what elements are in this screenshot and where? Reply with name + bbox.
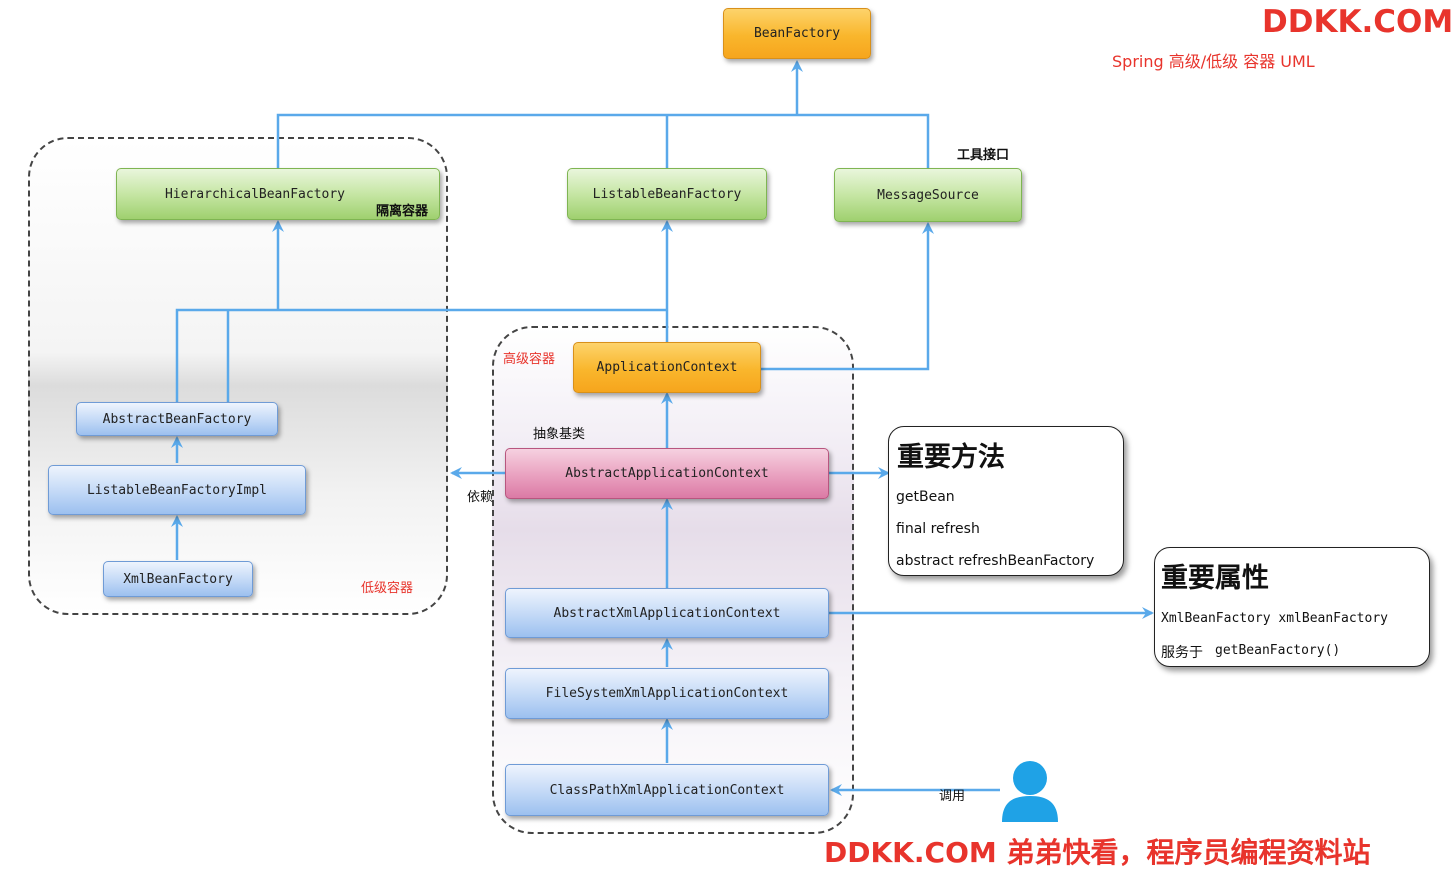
method-item: abstract refreshBeanFactory xyxy=(896,553,1095,569)
xml-bean-factory-node[interactable]: XmlBeanFactory xyxy=(103,561,253,597)
brand-subtitle: Spring 高级/低级 容器 UML xyxy=(1112,52,1315,71)
abstract-application-context-node[interactable]: AbstractApplicationContext xyxy=(505,448,829,499)
important-properties-card: 重要属性 XmlBeanFactory xmlBeanFactory 服务于 g… xyxy=(1154,547,1430,667)
low-level-container-label: 低级容器 xyxy=(361,581,414,596)
depends-label: 依赖 xyxy=(467,490,494,505)
file-system-xml-application-context-label: FileSystemXmlApplicationContext xyxy=(545,686,789,701)
file-system-xml-application-context-node[interactable]: FileSystemXmlApplicationContext xyxy=(505,668,829,719)
xml-bean-factory-label: XmlBeanFactory xyxy=(123,571,233,587)
abstract-bean-factory-label: AbstractBeanFactory xyxy=(102,411,252,427)
isolation-container-label: 隔离容器 xyxy=(376,204,429,219)
abstract-bean-factory-node[interactable]: AbstractBeanFactory xyxy=(76,402,278,436)
abstract-base-class-label: 抽象基类 xyxy=(533,427,586,442)
brand-logo-text: DDKK.COM xyxy=(1262,4,1451,40)
high-level-container-group xyxy=(492,326,854,834)
bean-factory-node[interactable]: BeanFactory xyxy=(723,8,871,59)
property-field: XmlBeanFactory xmlBeanFactory xyxy=(1161,611,1388,626)
listable-bean-factory-impl-node[interactable]: ListableBeanFactoryImpl xyxy=(48,465,306,515)
brand-footer: DDKK.COM 弟弟快看，程序员编程资料站 xyxy=(824,836,1371,869)
property-serves-label: 服务于 xyxy=(1161,645,1203,661)
abstract-xml-application-context-label: AbstractXmlApplicationContext xyxy=(553,605,781,621)
message-source-node[interactable]: MessageSource xyxy=(834,168,1022,222)
application-context-node[interactable]: ApplicationContext xyxy=(573,342,761,393)
bean-factory-label: BeanFactory xyxy=(753,26,841,41)
message-source-label: MessageSource xyxy=(877,187,979,203)
methods-card-title: 重要方法 xyxy=(897,442,1005,473)
listable-bean-factory-impl-label: ListableBeanFactoryImpl xyxy=(86,482,267,498)
listable-bean-factory-label: ListableBeanFactory xyxy=(592,186,742,202)
class-path-xml-application-context-label: ClassPathXmlApplicationContext xyxy=(549,782,785,798)
important-methods-card: 重要方法 getBean final refresh abstract refr… xyxy=(888,426,1124,576)
property-serves-method: getBeanFactory() xyxy=(1215,643,1341,658)
method-item: final refresh xyxy=(896,521,980,537)
abstract-application-context-label: AbstractApplicationContext xyxy=(565,466,769,481)
abstract-xml-application-context-node[interactable]: AbstractXmlApplicationContext xyxy=(505,588,829,638)
application-context-label: ApplicationContext xyxy=(596,360,738,375)
hierarchical-bean-factory-node[interactable]: HierarchicalBeanFactory xyxy=(116,168,440,220)
method-item: getBean xyxy=(896,489,955,505)
invoke-label: 调用 xyxy=(939,789,966,804)
user-icon xyxy=(999,758,1061,824)
properties-card-title: 重要属性 xyxy=(1161,563,1269,594)
hierarchical-bean-factory-label: HierarchicalBeanFactory xyxy=(164,186,345,202)
high-level-container-label: 高级容器 xyxy=(503,352,556,367)
class-path-xml-application-context-node[interactable]: ClassPathXmlApplicationContext xyxy=(505,764,829,816)
tool-interface-label: 工具接口 xyxy=(957,148,1010,163)
listable-bean-factory-node[interactable]: ListableBeanFactory xyxy=(567,168,767,220)
